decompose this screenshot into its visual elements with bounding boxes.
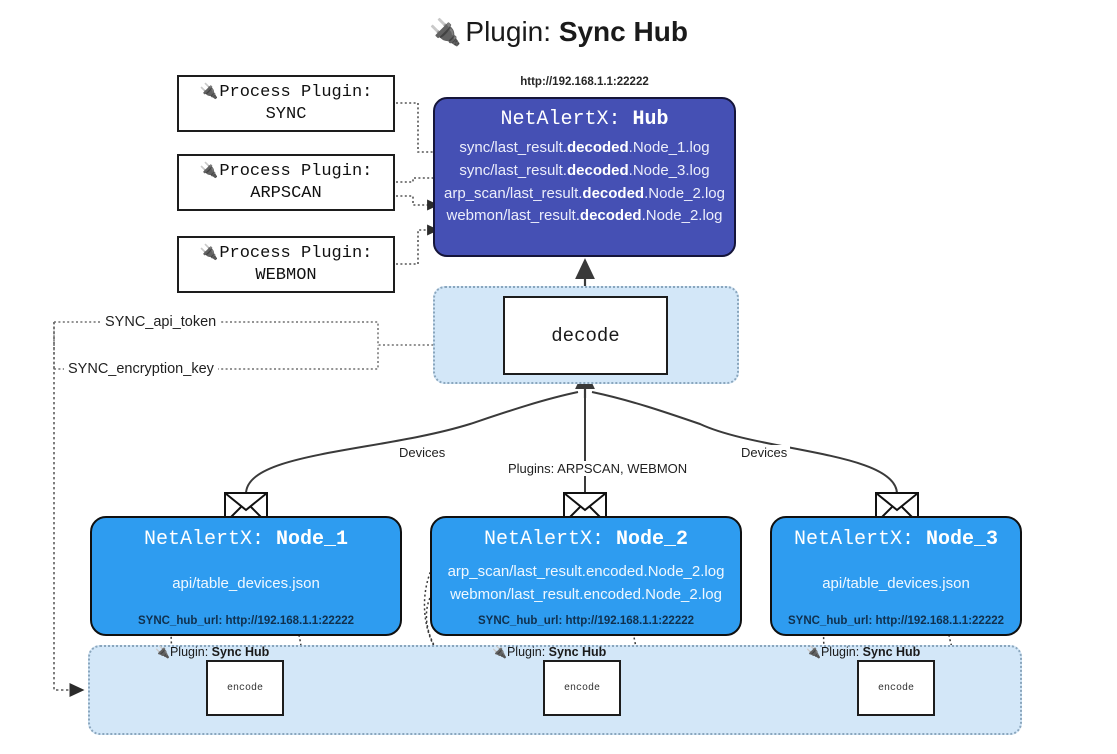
- process-plugin-webmon-line1: Process Plugin:: [219, 244, 373, 264]
- encoder-2-plugin-name: Sync Hub: [548, 645, 607, 659]
- node-2-title-prefix: NetAlertX:: [483, 528, 616, 551]
- hub-log-1-post: .Node_1.log: [628, 139, 710, 156]
- process-plugin-sync-line2: SYNC: [265, 104, 307, 124]
- plug-icon: 🔌: [199, 83, 219, 101]
- node-2-hub-url: SYNC_hub_url: http://192.168.1.1:22222: [477, 615, 695, 627]
- process-plugin-webmon-line2: WEBMON: [255, 265, 317, 285]
- hub-log-4: webmon/last_result.decoded.Node_2.log: [447, 205, 723, 227]
- encoder-3-plugin-label: 🔌Plugin: Sync Hub: [806, 645, 920, 659]
- node-2-title: NetAlertX: Node_2: [484, 528, 688, 551]
- encoder-2-plugin-label: 🔌Plugin: Sync Hub: [492, 645, 606, 659]
- hub-log-4-pre: webmon/last_result.: [446, 207, 580, 225]
- edge-label-plugins-middle: Plugins: ARPSCAN, WEBMON: [505, 461, 691, 476]
- plug-icon: 🔌: [199, 162, 219, 180]
- page-title-name: Sync Hub: [558, 16, 688, 47]
- hub-log-1-pre: sync/last_result.: [459, 139, 567, 156]
- plug-icon: 🔌: [199, 244, 219, 262]
- process-plugin-arpscan-line2: ARPSCAN: [250, 183, 322, 203]
- node-3-lines: api/table_devices.json: [772, 551, 1020, 615]
- node-1-lines: api/table_devices.json: [92, 551, 400, 615]
- encode-box-1[interactable]: encode: [206, 660, 284, 716]
- hub-log-2-pre: sync/last_result.: [459, 161, 567, 179]
- node-2-line-1: arp_scan/last_result.encoded.Node_2.log: [447, 563, 725, 580]
- edge-label-devices-right: Devices: [738, 445, 791, 460]
- hub-log-3-pre: arp_scan/last_result.: [444, 184, 583, 202]
- hub-log-list: sync/last_result.decoded.Node_1.log sync…: [435, 137, 734, 227]
- page-title: 🔌Plugin: Sync Hub: [0, 16, 1117, 48]
- process-plugin-arpscan[interactable]: 🔌Process Plugin: ARPSCAN: [177, 154, 395, 211]
- node-3-title-name: Node_3: [926, 528, 999, 551]
- hub-log-3-em: decoded: [582, 184, 645, 202]
- encoder-1-plugin-name: Sync Hub: [211, 645, 270, 659]
- plug-icon: 🔌: [429, 17, 462, 47]
- encoder-3-plugin-prefix: Plugin:: [820, 645, 863, 659]
- sync-encryption-key-label: SYNC_encryption_key: [64, 361, 218, 377]
- node-1-title-prefix: NetAlertX:: [143, 528, 276, 551]
- process-plugin-arpscan-line1: Process Plugin:: [219, 162, 373, 182]
- hub-title-prefix: NetAlertX:: [500, 108, 633, 131]
- node-3-line-1: api/table_devices.json: [822, 574, 970, 592]
- encode-box-3[interactable]: encode: [857, 660, 935, 716]
- node-1-line-1: api/table_devices.json: [172, 574, 320, 592]
- node-3-title: NetAlertX: Node_3: [794, 528, 998, 551]
- node-3-title-prefix: NetAlertX:: [793, 528, 926, 551]
- node-3[interactable]: NetAlertX: Node_3 api/table_devices.json…: [770, 516, 1022, 636]
- hub-log-3-post: .Node_2.log: [644, 184, 725, 202]
- node-1-hub-url: SYNC_hub_url: http://192.168.1.1:22222: [137, 615, 355, 627]
- hub-log-2: sync/last_result.decoded.Node_3.log: [459, 160, 709, 182]
- hub-log-1: sync/last_result.decoded.Node_1.log: [459, 137, 709, 159]
- page-title-prefix: Plugin:: [465, 16, 559, 47]
- encoder-2-plugin-prefix: Plugin:: [506, 645, 549, 659]
- plug-icon: 🔌: [155, 645, 170, 659]
- hub-log-3: arp_scan/last_result.decoded.Node_2.log: [444, 183, 725, 205]
- hub-log-4-em: decoded: [579, 207, 642, 225]
- decode-box[interactable]: decode: [503, 296, 668, 375]
- edge-label-devices-left: Devices: [396, 445, 449, 460]
- encoder-1-plugin-prefix: Plugin:: [169, 645, 212, 659]
- process-plugin-sync-line1: Process Plugin:: [219, 83, 373, 103]
- encoder-1-plugin-label: 🔌Plugin: Sync Hub: [155, 645, 269, 659]
- encode-box-2[interactable]: encode: [543, 660, 621, 716]
- sync-api-token-label: SYNC_api_token: [101, 314, 221, 330]
- hub-url-label: http://192.168.1.1:22222: [520, 76, 649, 88]
- hub-title: NetAlertX: Hub: [500, 108, 668, 131]
- node-2-line-2: webmon/last_result.encoded.Node_2.log: [450, 586, 722, 603]
- hub-log-2-post: .Node_3.log: [628, 161, 710, 179]
- node-2[interactable]: NetAlertX: Node_2 arp_scan/last_result.e…: [430, 516, 742, 636]
- process-plugin-sync[interactable]: 🔌Process Plugin: SYNC: [177, 75, 395, 132]
- node-1[interactable]: NetAlertX: Node_1 api/table_devices.json…: [90, 516, 402, 636]
- encoder-3-plugin-name: Sync Hub: [862, 645, 921, 659]
- node-1-title: NetAlertX: Node_1: [144, 528, 348, 551]
- hub-log-2-em: decoded: [566, 161, 629, 179]
- hub-title-name: Hub: [632, 108, 669, 131]
- node-2-lines: arp_scan/last_result.encoded.Node_2.log …: [432, 551, 740, 615]
- node-3-hub-url: SYNC_hub_url: http://192.168.1.1:22222: [787, 615, 1005, 627]
- hub-log-4-post: .Node_2.log: [641, 207, 723, 225]
- plug-icon: 🔌: [806, 645, 821, 659]
- hub-log-1-em: decoded: [566, 139, 629, 156]
- node-2-title-name: Node_2: [616, 528, 689, 551]
- node-1-title-name: Node_1: [276, 528, 349, 551]
- plug-icon: 🔌: [492, 645, 507, 659]
- hub-node[interactable]: NetAlertX: Hub sync/last_result.decoded.…: [433, 97, 736, 257]
- process-plugin-webmon[interactable]: 🔌Process Plugin: WEBMON: [177, 236, 395, 293]
